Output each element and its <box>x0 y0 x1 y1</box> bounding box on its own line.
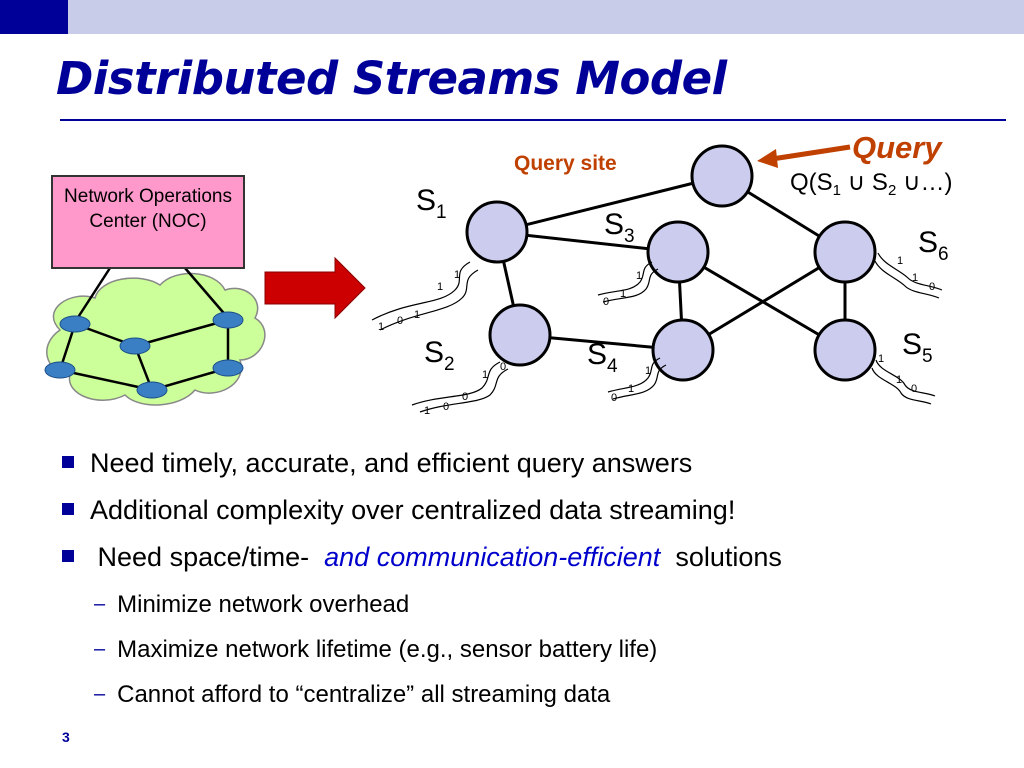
bit: 1 <box>482 369 488 381</box>
bit: 1 <box>878 353 884 365</box>
bit: 1 <box>628 383 634 395</box>
query-expression: Q(S1 ∪ S2 ∪…) <box>790 169 953 199</box>
noc-box: Network Operations Center (NOC) <box>51 175 245 269</box>
query-arrowhead-icon <box>757 149 778 168</box>
query-site-label: Query site <box>514 152 617 175</box>
bit: 0 <box>462 391 468 403</box>
site-label-s1: S1 <box>416 184 447 223</box>
bullet-square-icon <box>62 456 74 468</box>
bullet-square-icon <box>62 550 74 562</box>
query-site-node <box>690 144 754 208</box>
site-label-s3: S3 <box>604 208 635 247</box>
site-node-s6 <box>813 220 877 284</box>
query-label: Query <box>852 130 942 165</box>
bit: 1 <box>645 365 651 377</box>
bit: 1 <box>437 281 443 293</box>
top-bar-accent <box>0 0 68 34</box>
bullet-item: Additional complexity over centralized d… <box>62 493 1002 540</box>
site-node-s3 <box>646 220 710 284</box>
slide-title: Distributed Streams Model <box>56 52 727 105</box>
sub-bullet-item: –Maximize network lifetime (e.g., sensor… <box>62 632 1002 677</box>
noc-link <box>73 267 112 323</box>
stream-lines <box>371 252 943 413</box>
site-label-s5: S5 <box>902 328 933 367</box>
bit: 1 <box>912 272 918 284</box>
site-node-s1 <box>465 200 529 264</box>
bit: 1 <box>897 255 903 267</box>
bit: 0 <box>443 401 449 413</box>
noc-link <box>184 267 229 319</box>
bullet-square-icon <box>62 503 74 515</box>
site-node-s4 <box>651 318 715 382</box>
red-arrow-icon <box>264 256 366 320</box>
bit: 0 <box>603 296 609 308</box>
router-icons <box>44 311 244 399</box>
stream-bits: 1 0 1 1 1 1 0 0 1 0 0 1 1 0 1 1 1 1 0 1 … <box>378 255 935 417</box>
sub-bullet-item: –Cannot afford to “centralize” all strea… <box>62 677 1002 722</box>
bit: 1 <box>896 374 902 386</box>
site-label-s4: S4 <box>587 338 618 377</box>
dash-icon: – <box>94 638 106 660</box>
bit: 1 <box>414 309 420 321</box>
dash-icon: – <box>94 683 106 705</box>
bullet-item: Need timely, accurate, and efficient que… <box>62 446 1002 493</box>
dash-icon: – <box>94 593 106 615</box>
site-node-s5 <box>813 318 877 382</box>
page-number: 3 <box>62 729 70 745</box>
bit: 0 <box>911 383 917 395</box>
bit: 0 <box>500 361 506 373</box>
bit: 1 <box>378 321 384 333</box>
site-nodes <box>465 144 877 382</box>
bit: 0 <box>611 392 617 404</box>
query-arrow <box>771 144 851 162</box>
sub-bullet-item: –Minimize network overhead <box>62 587 1002 632</box>
top-bar <box>0 0 1024 34</box>
site-node-s2 <box>488 303 552 367</box>
bit: 0 <box>397 315 403 327</box>
bit: 1 <box>620 288 626 300</box>
site-label-s2: S2 <box>424 336 455 375</box>
bullet-item: Need space/time- and communication-effic… <box>62 540 1002 587</box>
site-label-s6: S6 <box>918 226 949 265</box>
bit: 1 <box>424 405 430 417</box>
title-rule <box>60 119 1006 121</box>
bullet-list: Need timely, accurate, and efficient que… <box>62 446 1002 722</box>
bit: 1 <box>454 269 460 281</box>
bit: 1 <box>636 270 642 282</box>
bit: 0 <box>929 281 935 293</box>
